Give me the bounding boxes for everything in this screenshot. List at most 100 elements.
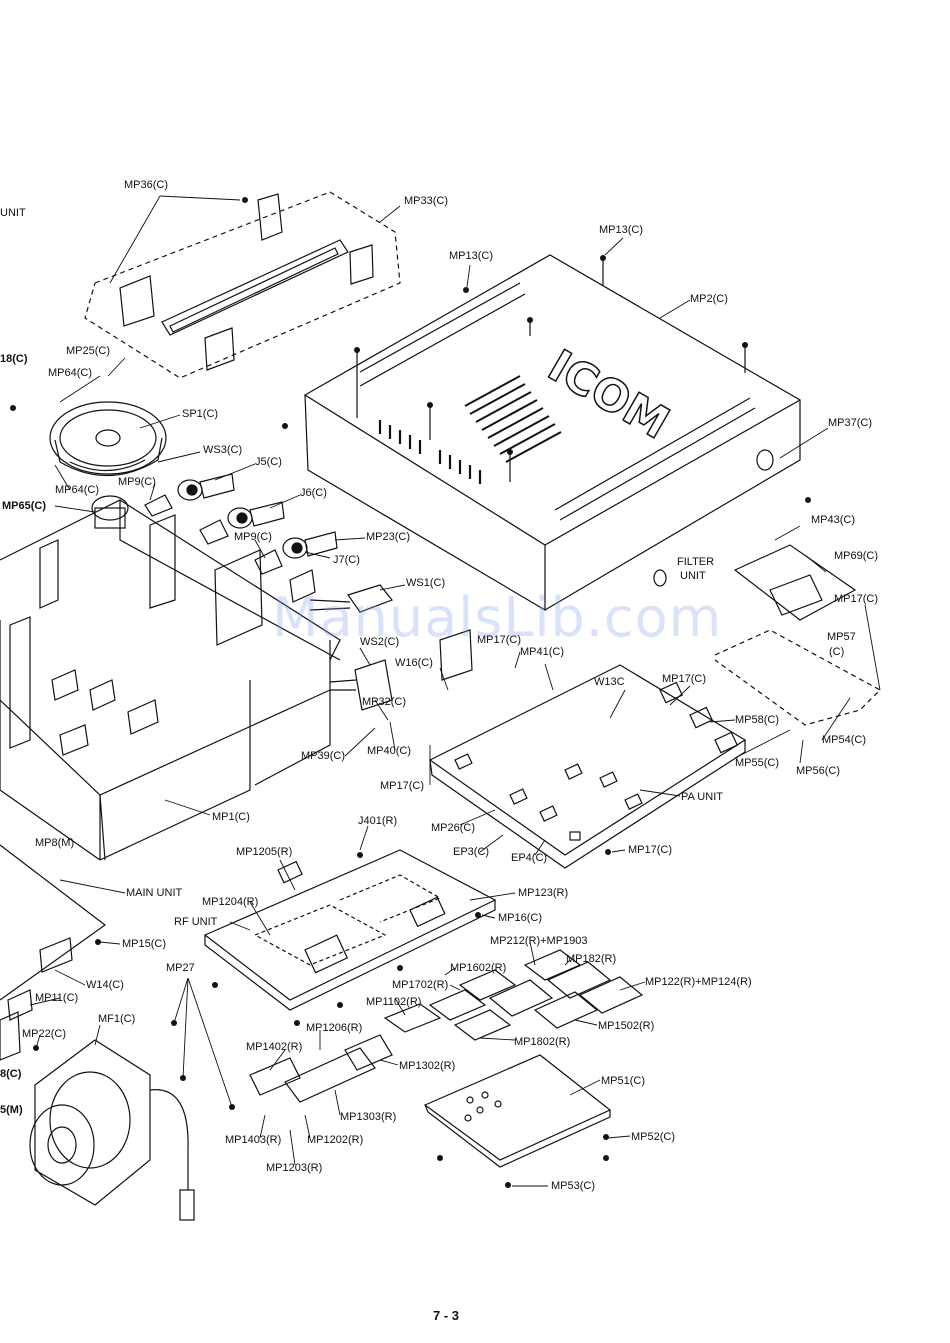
label-main-unit: MAIN UNIT <box>126 887 183 899</box>
label-mp23: MP23(C) <box>366 531 411 543</box>
label-j401: J401(R) <box>358 815 398 827</box>
label-filter: FILTER <box>677 556 715 568</box>
label-mp15: MP15(C) <box>122 938 167 950</box>
leader-lines <box>29 195 881 1187</box>
label-mp40: MP40(C) <box>367 745 412 757</box>
label-j6: J6(C) <box>300 487 327 499</box>
label-rf-unit: RF UNIT <box>174 916 218 928</box>
label-mp1206: MP1206(R) <box>306 1022 363 1034</box>
speaker <box>49 401 167 477</box>
label-mp182: MP182(R) <box>566 953 617 965</box>
label-mp58: MP58(C) <box>735 714 780 726</box>
label-mp1702: MP1702(R) <box>392 979 449 991</box>
label-mp1203: MP1203(R) <box>266 1162 323 1174</box>
label-mp1402: MP1402(R) <box>246 1041 303 1053</box>
label-mp36: MP36(C) <box>124 179 169 191</box>
label-mp25: MP25(C) <box>66 345 111 357</box>
label-mp1202: MP1202(R) <box>307 1134 364 1146</box>
label-mp1204: MP1204(R) <box>202 896 259 908</box>
label-pa-unit: PA UNIT <box>681 791 723 803</box>
main-unit-board <box>0 844 107 1061</box>
label-mp8c: 8(C) <box>0 1068 22 1080</box>
label-mp9-a: MP9(C) <box>118 476 156 488</box>
screws <box>10 197 811 1188</box>
label-mp56: MP56(C) <box>796 765 841 777</box>
top-handle-assembly <box>84 191 401 379</box>
label-mp54: MP54(C) <box>822 734 867 746</box>
label-mp41: MP41(C) <box>520 646 565 658</box>
label-mf1: MF1(C) <box>98 1013 136 1025</box>
label-mp65: MP65(C) <box>2 500 47 512</box>
label-mp1102: MP1102(R) <box>366 996 422 1008</box>
watermark: ManualsLib.com <box>272 586 723 649</box>
label-w16: W16(C) <box>395 657 433 669</box>
label-mp53: MP53(C) <box>551 1180 596 1192</box>
connectors <box>144 473 338 575</box>
label-mp51: MP51(C) <box>601 1075 646 1087</box>
label-mp212: MP212(R)+MP1903 <box>490 935 588 947</box>
label-mp33: MP33(C) <box>404 195 449 207</box>
label-unit-cut: UNIT <box>0 207 26 219</box>
filter-unit <box>653 449 881 726</box>
label-ws3: WS3(C) <box>203 444 243 456</box>
label-mp18: 18(C) <box>0 353 28 365</box>
label-mp64-a: MP64(C) <box>48 367 93 379</box>
label-mp17-f: MP17(C) <box>834 593 879 605</box>
label-mp11: MP11(C) <box>35 992 79 1004</box>
label-mp32: MP32(C) <box>362 696 407 708</box>
label-mp37: MP37(C) <box>828 417 873 429</box>
label-mp1303: MP1303(R) <box>340 1111 397 1123</box>
label-mp17-b: MP17(C) <box>662 673 707 685</box>
label-w13: W13C <box>594 676 625 688</box>
label-mp9-b: MP9(C) <box>234 531 272 543</box>
label-mp1205: MP1205(R) <box>236 846 293 858</box>
label-mp13-b: MP13(C) <box>449 250 494 262</box>
bracket-mp1402 <box>249 1034 393 1103</box>
wiring-sockets <box>309 584 393 711</box>
page-number: 7 - 3 <box>433 1308 460 1323</box>
label-ws2: WS2(C) <box>360 636 400 648</box>
label-mp43: MP43(C) <box>811 514 856 526</box>
label-mp16: MP16(C) <box>498 912 543 924</box>
shield-plates <box>383 949 644 1041</box>
label-mp1602: MP1602(R) <box>450 962 507 974</box>
label-ep3: EP3(C) <box>453 846 490 858</box>
label-mp57-c: (C) <box>829 646 845 658</box>
label-mp17-d: MP17(C) <box>628 844 673 856</box>
label-mp1403: MP1403(R) <box>225 1134 282 1146</box>
screw-shafts <box>356 258 746 482</box>
label-mp64-b: MP64(C) <box>55 484 100 496</box>
label-mp52: MP52(C) <box>631 1131 676 1143</box>
label-mp123: MP123(R) <box>518 887 569 899</box>
label-mp122: MP122(R)+MP124(R) <box>645 976 752 988</box>
label-mp57: MP57 <box>827 631 856 643</box>
label-mp2: MP2(C) <box>690 293 728 305</box>
label-mp1502: MP1502(R) <box>598 1020 655 1032</box>
label-mp17-c: MP17(C) <box>380 780 425 792</box>
label-mp22: MP22(C) <box>22 1028 67 1040</box>
label-mp1802: MP1802(R) <box>514 1036 571 1048</box>
label-j5: J5(C) <box>255 456 282 468</box>
label-filter-unit: UNIT <box>680 570 706 582</box>
label-mp39: MP39(C) <box>301 750 346 762</box>
label-mp69: MP69(C) <box>834 550 879 562</box>
label-ws1: WS1(C) <box>406 577 446 589</box>
fan <box>29 1039 195 1221</box>
label-mp55: MP55(C) <box>735 757 780 769</box>
label-ep4: EP4(C) <box>511 852 548 864</box>
label-mp26: MP26(C) <box>431 822 476 834</box>
chassis <box>0 495 341 861</box>
label-j7: J7(C) <box>333 554 360 566</box>
label-mp17-a: MP17(C) <box>477 634 522 646</box>
label-sp1: SP1(C) <box>182 408 219 420</box>
label-mp8: MP8(M) <box>35 837 75 849</box>
bottom-plate <box>423 1054 612 1168</box>
label-mp13-a: MP13(C) <box>599 224 644 236</box>
label-mp5m: 5(M) <box>0 1104 23 1116</box>
rf-unit-board <box>203 849 497 1011</box>
label-w14: W14(C) <box>86 979 124 991</box>
pa-unit-board <box>428 629 747 869</box>
label-mp1: MP1(C) <box>212 811 250 823</box>
case-cover <box>303 254 802 612</box>
